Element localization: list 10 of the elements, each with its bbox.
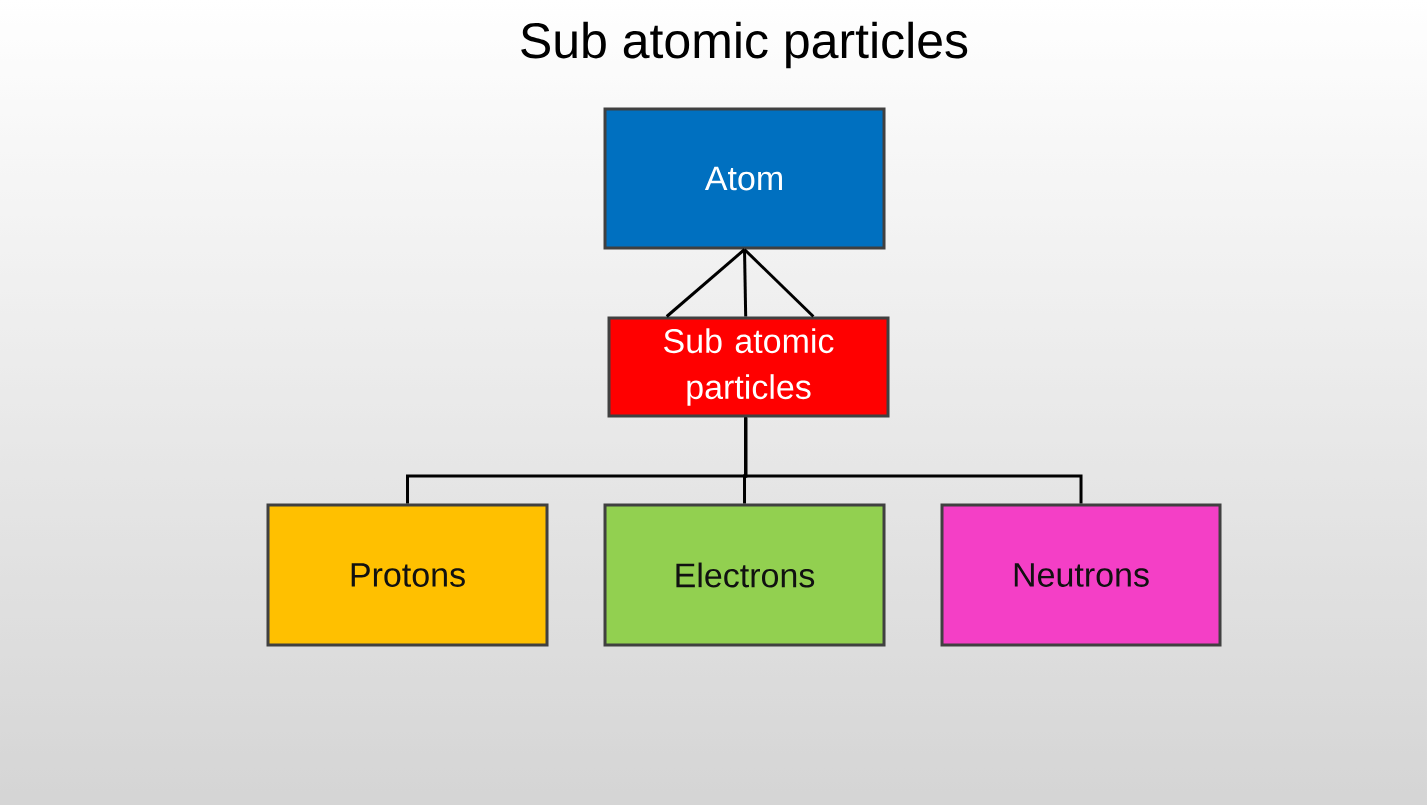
concept-box: Neutrons [940, 503, 1222, 647]
concept-box: Protons [266, 503, 549, 647]
concept-box: Sub atomic particles [607, 316, 890, 418]
title: Sub atomic particles [521, 21, 968, 69]
connector-line [743, 249, 748, 317]
connector-line [665, 248, 746, 318]
concept-box: Electrons [603, 503, 886, 647]
concept-box: Atom [603, 107, 886, 250]
connector-line [744, 417, 1083, 504]
connector-line [743, 248, 815, 318]
